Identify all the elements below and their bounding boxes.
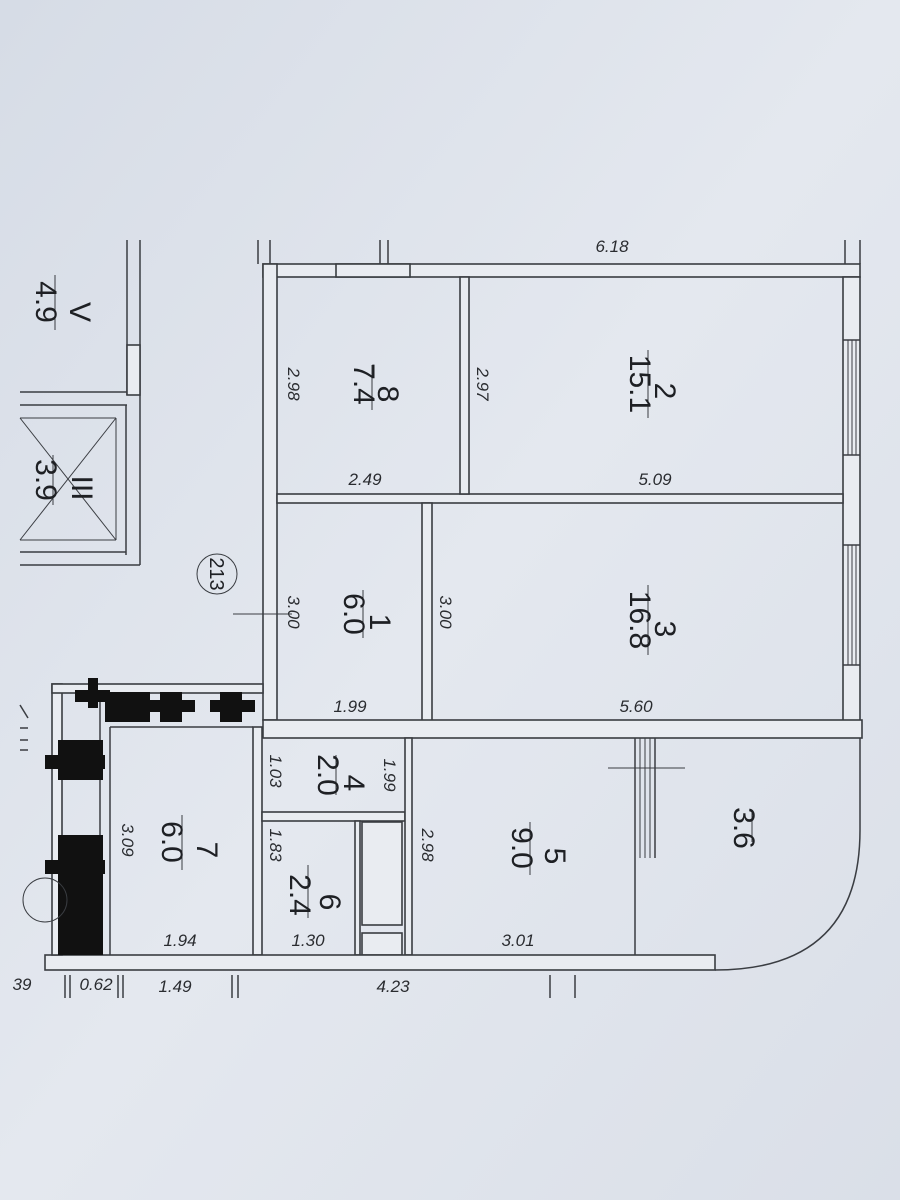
room-8: 8 7.4	[347, 363, 404, 410]
apartment-marker-partial	[22, 877, 68, 923]
dim-r7-width: 1.94	[163, 931, 196, 950]
room-3: 3 16.8	[623, 585, 681, 655]
room-area: 7.4	[347, 363, 380, 405]
room-area: 9.0	[505, 827, 538, 869]
dim-r1-width: 1.99	[333, 697, 367, 716]
dim-r7-height: 3.09	[118, 823, 137, 857]
walls	[44, 240, 863, 998]
window	[843, 544, 860, 666]
dim-top-total: 6.18	[595, 237, 629, 256]
section-mark	[19, 704, 29, 751]
room-6: 6 2.4	[283, 865, 346, 918]
room-area: 16.8	[623, 591, 656, 649]
room-number: 8	[371, 386, 404, 403]
dim-r8-width: 2.49	[347, 470, 382, 489]
dim-r4-width: 1.99	[380, 758, 399, 792]
room-number: V	[63, 302, 96, 322]
room-number: 3	[648, 621, 681, 638]
dim-r4-height: 1.03	[266, 754, 285, 788]
room-number: 2	[648, 383, 681, 400]
dim-r3-height: 3.00	[436, 595, 455, 629]
room-area: 3.9	[29, 459, 62, 501]
room-area: 3.6	[727, 807, 760, 849]
redacted-marks	[45, 678, 255, 955]
room-7: 7 6.0	[155, 815, 223, 870]
room-2: 2 15.1	[623, 350, 681, 418]
room-number: 6	[313, 894, 346, 911]
room-area: 6.0	[337, 593, 370, 635]
dim-r5-width: 3.01	[501, 931, 534, 950]
dim-bottom-d: 4.23	[376, 977, 410, 996]
stairwell-block	[19, 240, 141, 566]
dim-r1-height: 3.00	[284, 595, 303, 629]
room-area: 15.1	[623, 355, 656, 413]
stair-room-v: V 4.9	[29, 275, 96, 330]
dim-r5-height: 2.98	[418, 827, 437, 862]
room-4: 4 2.0	[311, 754, 370, 796]
room-number: 5	[538, 848, 571, 865]
room-area: 2.0	[311, 754, 344, 796]
room-number: 1	[363, 614, 396, 631]
dim-r8-height: 2.98	[284, 366, 303, 401]
apartment-number-marker: 213	[196, 553, 238, 595]
room-5: 5 9.0	[505, 822, 571, 875]
room-area: 6.0	[155, 821, 188, 863]
dim-bottom-b: 0.62	[79, 975, 113, 994]
balcony-door	[608, 738, 685, 958]
dim-bottom-c: 1.49	[158, 977, 192, 996]
dim-r6-height: 1.83	[266, 828, 285, 862]
dim-r2-height: 2.97	[473, 366, 492, 401]
window	[843, 339, 860, 456]
dim-bottom-a: 39	[13, 975, 32, 994]
room-area: 4.9	[29, 281, 62, 323]
room-1: 1 6.0	[337, 590, 396, 638]
stair-room-iii: III 3.9	[29, 455, 98, 505]
balcony: 3.6	[727, 807, 760, 849]
dim-r6-width: 1.30	[291, 931, 325, 950]
balcony-curve	[714, 738, 861, 971]
room-number: III	[65, 475, 98, 500]
dim-r3-width: 5.60	[619, 697, 653, 716]
apartment-number: 213	[205, 557, 227, 590]
room-number: 4	[337, 775, 370, 792]
dim-r2-width: 5.09	[638, 470, 672, 489]
room-number: 7	[190, 842, 223, 859]
room-area: 2.4	[283, 874, 316, 916]
dimensions: 6.18 2.98 2.49 2.97 5.09 3.00 1.99 3.00 …	[13, 237, 673, 996]
